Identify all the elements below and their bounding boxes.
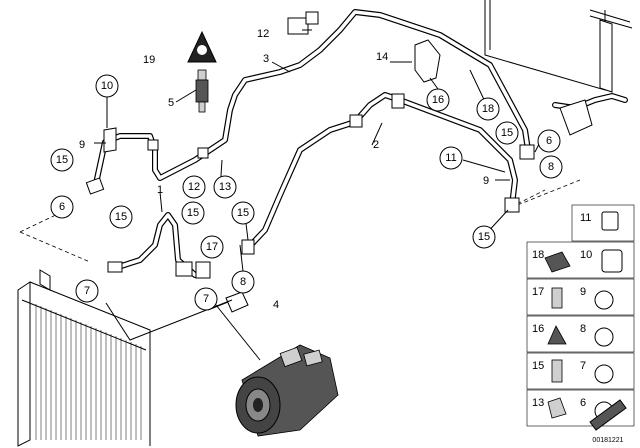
callout-7: 7	[194, 287, 218, 311]
label-14: 14	[376, 51, 388, 63]
callout-6: 6	[50, 195, 74, 219]
legend-13: 13	[532, 397, 544, 409]
label-19: 19	[143, 54, 155, 66]
legend-7: 7	[580, 360, 586, 372]
callout-6: 6	[537, 129, 561, 153]
legend-18: 18	[532, 249, 544, 261]
condenser	[17, 269, 151, 447]
svg-text:15: 15	[56, 154, 68, 166]
legend-6: 6	[580, 397, 586, 409]
legend-17: 17	[532, 286, 544, 298]
legend-8: 8	[580, 323, 586, 335]
circled-labels: 10 15 6 13 12 15 15 15 7 17 8 7 16 18 15…	[50, 74, 563, 311]
label-4: 4	[273, 299, 279, 311]
label-9-right: 9	[483, 175, 489, 187]
plain-labels: 19 12 3 14 5 9 2 9 1 4	[79, 28, 489, 311]
svg-text:7: 7	[84, 285, 90, 297]
callout-18: 18	[476, 97, 500, 121]
svg-text:12: 12	[188, 181, 200, 193]
svg-text:18: 18	[482, 103, 494, 115]
diagram-id: 00181221	[592, 437, 623, 444]
radiator-frame	[484, 0, 633, 93]
callout-11: 11	[439, 146, 463, 170]
svg-text:11: 11	[445, 152, 456, 164]
ac-compressor	[235, 344, 339, 437]
callout-10: 10	[95, 74, 119, 98]
callout-8: 8	[231, 270, 255, 294]
svg-text:8: 8	[548, 161, 554, 173]
svg-text:7: 7	[203, 293, 209, 305]
svg-text:6: 6	[59, 201, 65, 213]
callout-16: 16	[426, 88, 450, 112]
label-1: 1	[157, 184, 163, 196]
svg-text:16: 16	[432, 94, 444, 106]
svg-text:15: 15	[501, 127, 513, 139]
label-9-left: 9	[79, 139, 85, 151]
label-12: 12	[257, 28, 269, 40]
label-5: 5	[168, 97, 174, 109]
legend-11: 11	[580, 212, 591, 224]
svg-text:15: 15	[478, 231, 490, 243]
legend-10: 10	[580, 249, 592, 261]
svg-text:8: 8	[240, 276, 246, 288]
callout-15: 15	[231, 201, 255, 225]
callout-15: 15	[50, 148, 74, 172]
callout-15: 15	[495, 121, 519, 145]
callout-7: 7	[75, 279, 99, 303]
label-2: 2	[373, 139, 379, 151]
legend-9: 9	[580, 286, 586, 298]
fittings	[85, 11, 593, 313]
svg-text:6: 6	[546, 135, 552, 147]
svg-text:15: 15	[187, 207, 199, 219]
svg-text:10: 10	[101, 80, 113, 92]
callout-15: 15	[109, 205, 133, 229]
svg-text:15: 15	[237, 207, 249, 219]
pressure-sensor	[195, 69, 209, 113]
parts-legend: 11 10 18 9 17 8 16 7 15 6 13 00181221	[526, 204, 635, 444]
label-3: 3	[263, 53, 269, 65]
svg-text:15: 15	[115, 211, 127, 223]
reference-lines	[19, 179, 581, 263]
callout-12: 12	[182, 175, 206, 199]
svg-text:13: 13	[219, 181, 231, 193]
callout-8: 8	[539, 155, 563, 179]
legend-16: 16	[532, 323, 544, 335]
callout-15: 15	[181, 201, 205, 225]
legend-15: 15	[532, 360, 544, 372]
callout-15: 15	[472, 225, 496, 249]
svg-text:17: 17	[206, 241, 218, 253]
warning-label	[187, 30, 217, 63]
callout-13: 13	[213, 175, 237, 199]
callout-17: 17	[200, 235, 224, 259]
